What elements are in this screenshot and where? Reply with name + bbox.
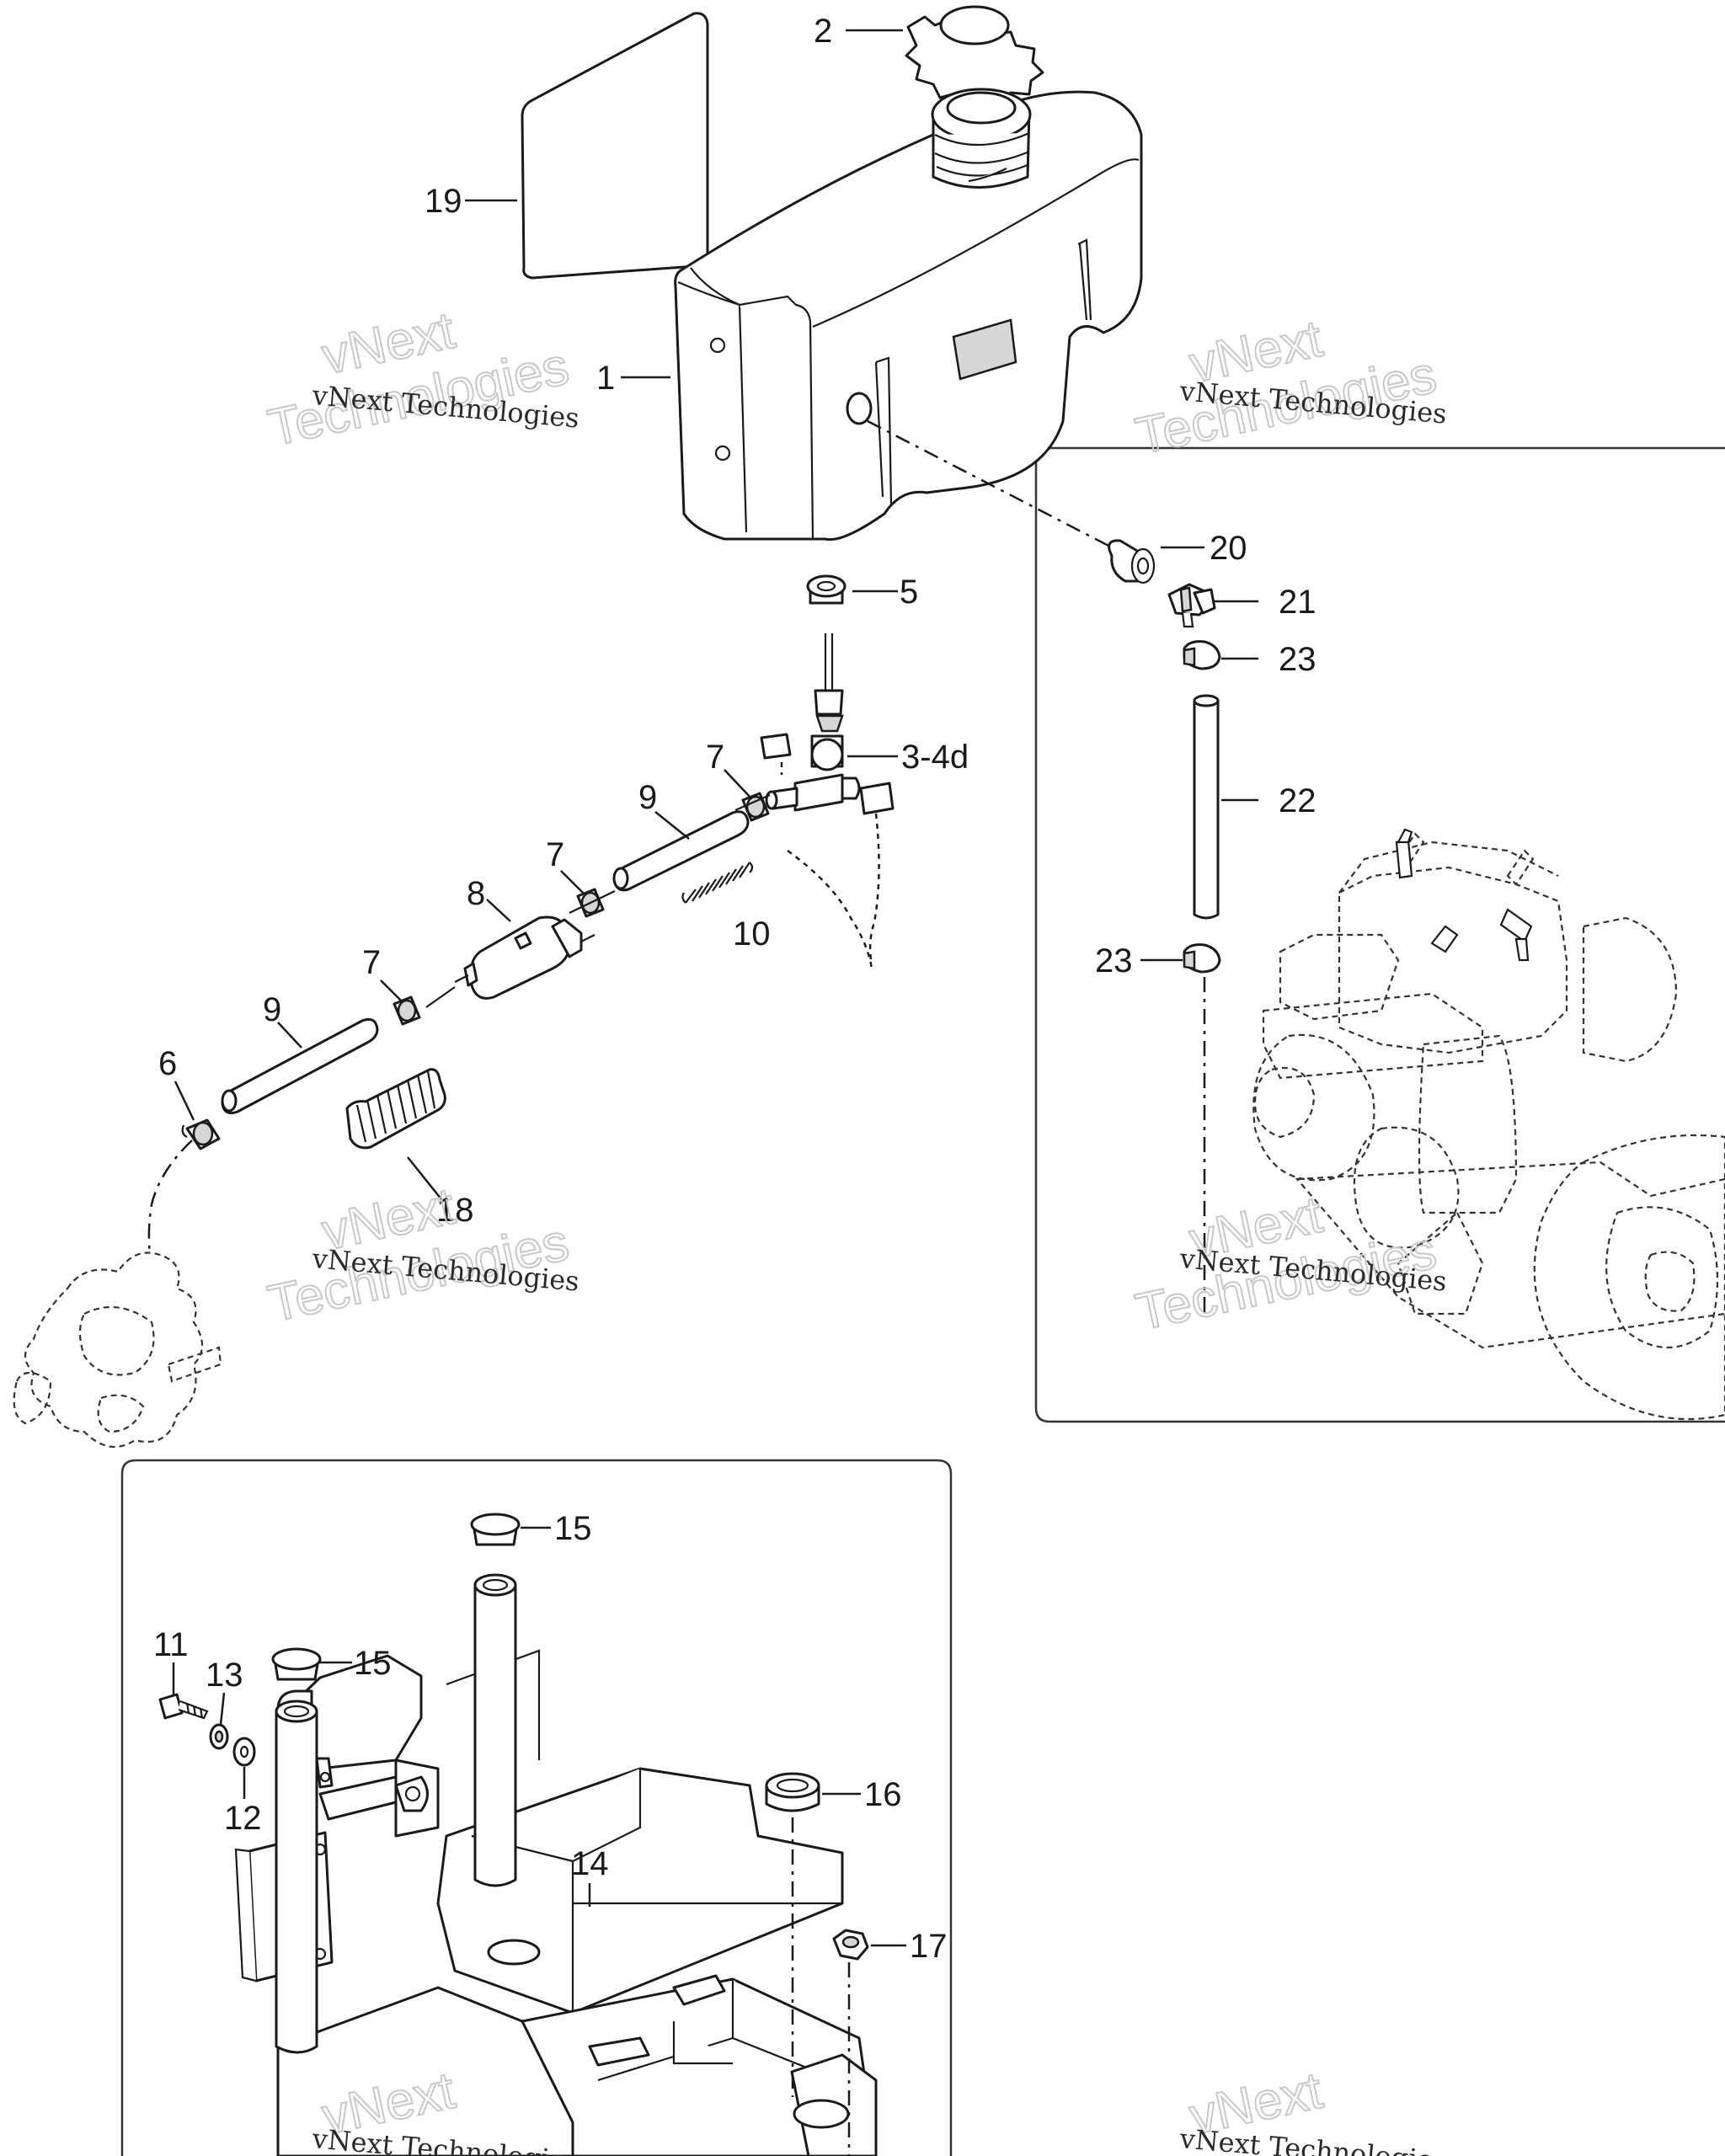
post-plug-part-lower[interactable] — [271, 1647, 322, 1681]
flat-washer-part[interactable] — [232, 1737, 256, 1767]
callout-9-top: 9 — [638, 779, 657, 816]
callout-19: 19 — [425, 183, 462, 220]
frame-inset-frame — [120, 1459, 953, 2156]
callout-leader-lines — [172, 29, 1258, 1947]
protective-sleeve-part[interactable] — [345, 1068, 446, 1150]
callout-18: 18 — [436, 1192, 474, 1229]
vent-grommet-part[interactable] — [1108, 539, 1156, 584]
callout-13: 13 — [206, 1657, 243, 1694]
callout-11: 11 — [153, 1626, 189, 1663]
frame-grommet-part[interactable] — [765, 1772, 820, 1812]
fuel-tank-part[interactable] — [674, 88, 1143, 542]
callout-5: 5 — [900, 574, 918, 611]
watermark-2: vNext Technologies — [1130, 309, 1442, 467]
callout-7-top: 7 — [706, 739, 724, 776]
callout-12: 12 — [224, 1800, 262, 1837]
fuel-line-part[interactable] — [221, 1017, 379, 1115]
frame-post-tube-right[interactable] — [473, 1573, 517, 1887]
callout-14: 14 — [571, 1845, 609, 1882]
watermark-6-caption: vNext Technologies — [1178, 2122, 1448, 2156]
callout-17: 17 — [910, 1928, 948, 1965]
vent-hose-part[interactable] — [1193, 694, 1220, 920]
callout-3-4d: 3-4d — [901, 739, 969, 776]
nut-part[interactable] — [832, 1929, 869, 1961]
decal-part[interactable] — [521, 12, 709, 280]
callout-7-bottom: 7 — [362, 944, 381, 981]
post-plug-part-upper[interactable] — [470, 1513, 521, 1546]
callout-9-bottom: 9 — [263, 991, 281, 1028]
callout-20: 20 — [1210, 530, 1247, 567]
vent-clamp-part-top[interactable] — [1183, 640, 1221, 670]
fuel-line-part[interactable] — [612, 810, 750, 892]
engine-outline — [1252, 832, 1725, 1420]
callout-10: 10 — [733, 915, 771, 953]
callout-6: 6 — [158, 1045, 177, 1082]
bolt-part[interactable] — [158, 1693, 209, 1720]
callout-1: 1 — [596, 360, 615, 397]
callout-22: 22 — [1279, 782, 1316, 819]
fuel-valve-part[interactable] — [760, 633, 895, 815]
fuel-valve-routing-line — [780, 762, 880, 969]
callout-21: 21 — [1279, 584, 1316, 621]
callout-7-middle: 7 — [546, 836, 564, 873]
spring-part[interactable] — [681, 862, 754, 904]
engine-support-frame-part[interactable] — [234, 1649, 878, 2156]
vent-clamp-part-bottom[interactable] — [1183, 943, 1221, 974]
vent-line-path — [867, 419, 1113, 549]
callout-23-top: 23 — [1279, 641, 1316, 678]
callout-8: 8 — [467, 875, 485, 912]
fuel-cap-part[interactable] — [905, 5, 1044, 106]
callout-15-lower: 15 — [354, 1645, 392, 1682]
frame-post-tube-left[interactable] — [275, 1700, 318, 2054]
vent-elbow-fitting-part[interactable] — [1167, 583, 1216, 628]
callout-23-bottom: 23 — [1095, 942, 1133, 979]
callout-15-upper: 15 — [554, 1510, 592, 1547]
hose-clamp-part[interactable] — [393, 995, 421, 1026]
callout-16: 16 — [864, 1776, 902, 1813]
watermark-1: vNext Technologies — [263, 301, 574, 459]
engine-vent-fittings-outline — [1395, 828, 1533, 962]
hose-clamp-part[interactable] — [741, 792, 770, 822]
watermark-3: vNext Technologies — [263, 1177, 574, 1335]
tank-grommet-part[interactable] — [806, 574, 846, 605]
hose-clamp-part-6[interactable] — [181, 1118, 221, 1150]
lock-washer-part[interactable] — [209, 1723, 229, 1750]
fuel-filter-part[interactable] — [454, 915, 595, 1000]
callout-2: 2 — [814, 13, 832, 50]
carburetor-outline — [13, 1251, 222, 1449]
fuel-line-to-carburetor-line — [147, 1139, 193, 1256]
